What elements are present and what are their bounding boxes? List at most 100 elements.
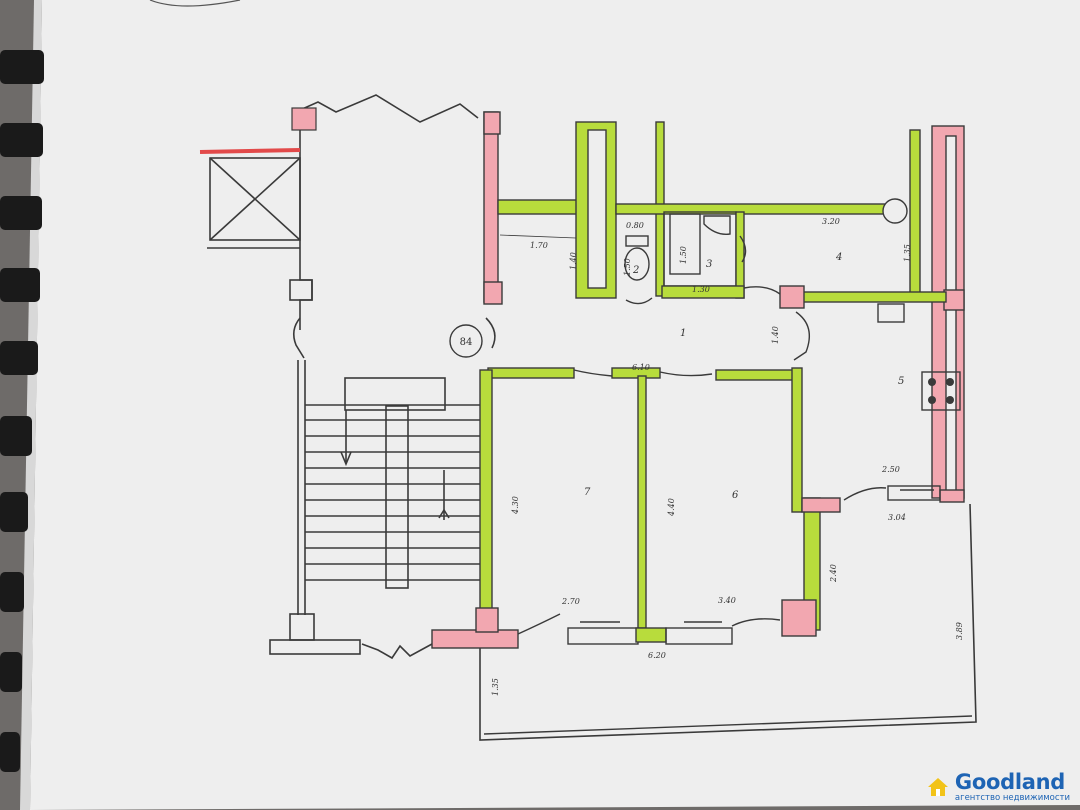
wall-room7-left — [479, 369, 493, 615]
watermark-tagline: агентство недвижимости — [954, 792, 1070, 803]
dimension-label: 1.35 — [491, 678, 500, 696]
wall-wc-inner — [587, 129, 607, 289]
top-arc — [149, 0, 241, 7]
dimension-label: 4.40 — [667, 498, 676, 517]
wall-corner — [475, 607, 499, 633]
dimension-label: 3.20 — [822, 217, 840, 226]
wall-hall-bottom — [487, 367, 575, 379]
binder-ring — [0, 50, 44, 84]
toilet-tank — [625, 235, 649, 247]
wall-pink-corner — [801, 497, 841, 513]
room-1-label: 1 — [680, 328, 686, 339]
stairwell-block — [207, 94, 496, 660]
dimension-label: 2.50 — [881, 465, 900, 474]
door-bath — [739, 235, 747, 263]
toilet-bowl — [624, 247, 650, 281]
room-2-label: 2 — [632, 265, 639, 276]
dimension-label: 6.10 — [632, 363, 650, 372]
wall-left-upper — [483, 111, 499, 303]
binder-ring — [0, 416, 32, 456]
dimension-label: 1.40 — [771, 326, 780, 344]
column-round — [882, 198, 908, 224]
stair-landing — [344, 377, 446, 411]
dimension-label: 1.30 — [692, 285, 710, 294]
stove-burners — [928, 378, 954, 404]
stair-column — [289, 613, 315, 641]
binder-ring — [0, 123, 43, 157]
house-icon — [927, 777, 948, 796]
binder-ring — [0, 341, 38, 375]
apartment-number: 84 — [460, 337, 473, 348]
binder-ring — [0, 196, 42, 230]
loggia-inner — [483, 715, 973, 735]
dimension-label: 2.40 — [829, 564, 838, 583]
wall-corner — [483, 111, 501, 135]
door-wc — [625, 297, 653, 305]
door-room6 — [659, 371, 713, 377]
dimension-label: 0.80 — [626, 221, 644, 230]
dimension-label: 1.70 — [530, 241, 548, 250]
dimension-label: 6.20 — [648, 651, 666, 660]
window-room6 — [665, 627, 733, 645]
door-balcony — [517, 613, 561, 635]
dim-line — [499, 234, 577, 239]
watermark-brand: Goodland — [954, 769, 1065, 794]
stair-well — [385, 405, 409, 589]
wall-room7-room6 — [637, 375, 647, 629]
door-kitchen — [793, 311, 810, 361]
dimension-label: 1.50 — [623, 258, 632, 276]
stair-bottom-wall — [269, 639, 361, 655]
loggia-outline — [479, 503, 977, 741]
apartment-number-circle — [449, 324, 483, 358]
stair-door — [485, 317, 496, 349]
elevator-cross — [209, 157, 301, 241]
wall-bath-bottom — [661, 285, 745, 299]
door-room4 — [743, 286, 781, 295]
bathtub — [669, 213, 701, 275]
wall-bath-right — [735, 211, 745, 299]
wall-corner — [779, 285, 805, 309]
wall-hall-bottom — [611, 367, 661, 379]
room-4-label: 4 — [835, 252, 842, 263]
stair-door — [292, 317, 305, 359]
room-6-label: 6 — [732, 490, 739, 501]
door-room7 — [573, 369, 613, 377]
stair-steps — [305, 404, 482, 581]
wall-room4-bottom — [799, 291, 947, 303]
wall-pink-corner — [781, 599, 817, 637]
binder-ring — [0, 492, 28, 532]
top-window — [299, 94, 479, 123]
wall-room4-right — [909, 129, 921, 297]
binder-rings — [0, 50, 44, 772]
stair-arrow-head — [340, 451, 352, 467]
apartment-walls — [431, 111, 977, 741]
red-wall-segment — [199, 148, 301, 154]
room-3-label: 3 — [706, 259, 712, 270]
wall-between-windows — [635, 627, 667, 643]
stair-arrow-head — [438, 508, 450, 519]
wall-outer-inner — [945, 135, 957, 493]
wall-corner — [483, 281, 503, 305]
room-5-label: 5 — [898, 376, 904, 387]
dimension-label: 1.50 — [679, 246, 688, 264]
wall-room6-right — [791, 367, 803, 513]
wall-kitchen-bottom — [939, 489, 965, 503]
binder-ring — [0, 268, 40, 302]
room-7-label: 7 — [584, 487, 591, 498]
binder-ring — [0, 572, 24, 612]
stair-bottom-window — [361, 643, 433, 660]
wall-top-corridor — [615, 203, 897, 215]
dimension-label: 1.35 — [903, 244, 912, 262]
dimension-label: 2.70 — [561, 597, 580, 606]
pink-wall-block — [291, 107, 317, 131]
goodland-watermark: Goodland агентство недвижимости — [926, 769, 1070, 803]
door-balcony — [731, 618, 781, 627]
stove — [921, 371, 961, 411]
dimension-label: 1.40 — [569, 252, 578, 270]
dimension-label: 3.04 — [888, 513, 906, 522]
stair-column — [289, 279, 313, 301]
wall-hall-top — [497, 199, 583, 215]
wall-bottom-left — [431, 629, 519, 649]
binder-ring — [0, 732, 20, 772]
